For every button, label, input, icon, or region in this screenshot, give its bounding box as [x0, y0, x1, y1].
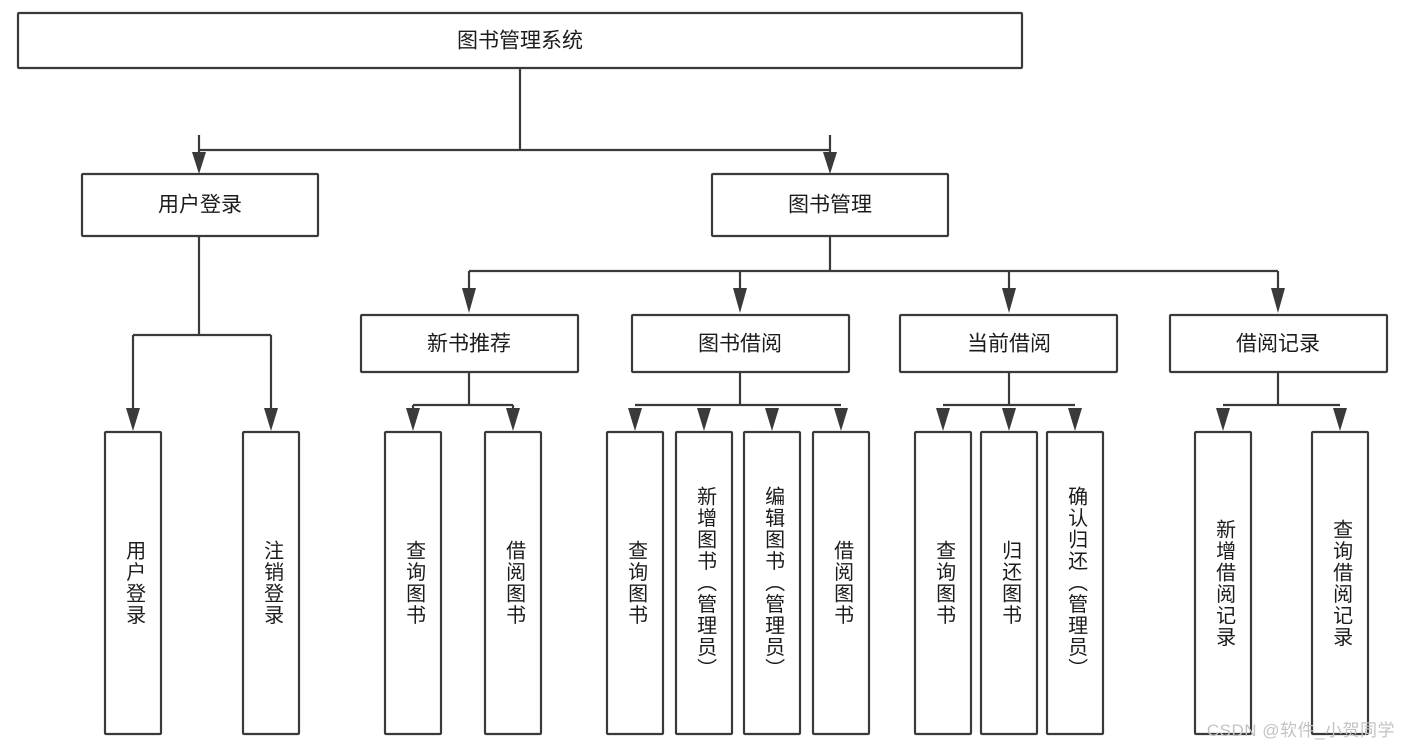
- arrow-icon-leaf-b1: [697, 408, 711, 431]
- connectors: [126, 68, 1347, 431]
- arrow-icon-leaf-r1: [1333, 408, 1347, 431]
- leaf-label-fo-user-login-0: 用户登录: [122, 540, 145, 626]
- leaf-node-current-borrow-2[interactable]: 确认归还（管理员）: [1045, 430, 1105, 736]
- leaf-label-borrow-records-0: 新增借阅记录: [1212, 518, 1235, 648]
- leaf-node-book-borrow-0[interactable]: 查询图书: [605, 430, 665, 736]
- node-book-management-box[interactable]: [710, 172, 950, 238]
- leaf-node-user-login-1[interactable]: 注销登录: [241, 430, 301, 736]
- node-user-login-label: 用户登录: [158, 194, 242, 217]
- node-new-book-recommend[interactable]: 新书推荐: [359, 313, 580, 374]
- leaf-box-book-borrow-3[interactable]: [811, 430, 871, 736]
- leaf-box-new-book-1[interactable]: [483, 430, 543, 736]
- leaf-label-fo-book-borrow-3: 借阅图书: [830, 540, 853, 626]
- leaf-node-borrow-records-1[interactable]: 查询借阅记录: [1310, 430, 1370, 736]
- leaf-node-current-borrow-0[interactable]: 查询图书: [913, 430, 973, 736]
- leaf-box-current-borrow-0[interactable]: [913, 430, 973, 736]
- arrow-icon-leaf-r0: [1216, 408, 1230, 431]
- leaf-label-fo-current-borrow-1: 归还图书: [998, 540, 1021, 626]
- leaf-node-new-book-1[interactable]: 借阅图书: [483, 430, 543, 736]
- leaf-label-user-login-0: 用户登录: [122, 540, 145, 626]
- leaf-label-fo-current-borrow-2: 确认归还（管理员）: [1064, 486, 1087, 680]
- arrow-icon-leaf-n0: [406, 408, 420, 431]
- leaf-node-new-book-0[interactable]: 查询图书: [383, 430, 443, 736]
- leaf-box-user-login-1[interactable]: [241, 430, 301, 736]
- leaf-box-book-borrow-1[interactable]: [674, 430, 734, 736]
- node-current-borrow-box[interactable]: [898, 313, 1119, 374]
- arrow-icon-bookborrow: [733, 288, 747, 313]
- leaf-box-new-book-0[interactable]: [383, 430, 443, 736]
- leaf-label-book-borrow-2: 编辑图书（管理员）: [761, 486, 784, 680]
- leaf-box-book-borrow-2[interactable]: [742, 430, 802, 736]
- leaf-label-fo-borrow-records-0: 新增借阅记录: [1212, 518, 1235, 648]
- leaf-label-fo-book-borrow-0: 查询图书: [624, 540, 647, 626]
- leaf-box-borrow-records-0[interactable]: [1193, 430, 1253, 736]
- leaf-label-book-borrow-3: 借阅图书: [830, 540, 853, 626]
- node-new-book-recommend-box[interactable]: [359, 313, 580, 374]
- arrow-icon-bookmgmt: [823, 152, 837, 174]
- node-book-management[interactable]: 图书管理: [710, 172, 950, 238]
- leaf-box-user-login-0[interactable]: [103, 430, 163, 736]
- node-root-label: 图书管理系统: [457, 30, 583, 53]
- node-book-borrow-label: 图书借阅: [698, 333, 782, 356]
- leaf-node-borrow-records-0[interactable]: 新增借阅记录: [1193, 430, 1253, 736]
- leaf-label-new-book-1: 借阅图书: [502, 540, 525, 626]
- leaf-node-book-borrow-2[interactable]: 编辑图书（管理员）: [742, 430, 802, 736]
- node-borrow-records-box[interactable]: [1168, 313, 1389, 374]
- leaf-node-current-borrow-1[interactable]: 归还图书: [979, 430, 1039, 736]
- leaf-label-fo-new-book-1: 借阅图书: [502, 540, 525, 626]
- leaf-label-fo-user-login-1: 注销登录: [260, 540, 283, 626]
- leaf-label-current-borrow-0: 查询图书: [932, 540, 955, 626]
- leaf-box-book-borrow-0[interactable]: [605, 430, 665, 736]
- leaf-label-book-borrow-0: 查询图书: [624, 540, 647, 626]
- leaf-label-fo-book-borrow-2: 编辑图书（管理员）: [761, 486, 784, 680]
- arrow-icon-leaf-c2: [1068, 408, 1082, 431]
- leaf-label-fo-book-borrow-1: 新增图书（管理员）: [693, 486, 716, 680]
- node-book-management-label: 图书管理: [788, 194, 872, 217]
- leaf-node-book-borrow-1[interactable]: 新增图书（管理员）: [674, 430, 734, 736]
- node-borrow-records-label: 借阅记录: [1236, 333, 1320, 356]
- leaf-node-book-borrow-3[interactable]: 借阅图书: [811, 430, 871, 736]
- arrow-icon-borrowrecords: [1271, 288, 1285, 313]
- leaf-label-book-borrow-1: 新增图书（管理员）: [693, 486, 716, 680]
- leaf-label-fo-new-book-0: 查询图书: [402, 540, 425, 626]
- arrow-icon-userlogin: [192, 152, 206, 174]
- leaf-label-borrow-records-1: 查询借阅记录: [1329, 518, 1352, 648]
- arrow-icon-leaf-u1: [264, 408, 278, 431]
- leaf-node-user-login-0[interactable]: 用户登录: [103, 430, 163, 736]
- arrow-icon-leaf-c1: [1002, 408, 1016, 431]
- node-root-box[interactable]: [16, 11, 1024, 70]
- node-book-borrow[interactable]: 图书借阅: [630, 313, 851, 374]
- node-borrow-records[interactable]: 借阅记录: [1168, 313, 1389, 374]
- arrow-icon-leaf-b0: [628, 408, 642, 431]
- node-current-borrow-label: 当前借阅: [967, 333, 1051, 356]
- leaf-label-fo-current-borrow-0: 查询图书: [932, 540, 955, 626]
- leaf-label-fo-borrow-records-1: 查询借阅记录: [1329, 518, 1352, 648]
- arrow-icon-leaf-c0: [936, 408, 950, 431]
- node-root[interactable]: 图书管理系统: [16, 11, 1024, 70]
- leaf-label-current-borrow-1: 归还图书: [998, 540, 1021, 626]
- arrow-icon-leaf-b2: [765, 408, 779, 431]
- node-new-book-recommend-label: 新书推荐: [427, 333, 511, 356]
- leaf-label-current-borrow-2: 确认归还（管理员）: [1064, 486, 1087, 680]
- arrow-icon-leaf-b3: [834, 408, 848, 431]
- arrow-icon-newbook: [462, 288, 476, 313]
- arrow-icon-leaf-u0: [126, 408, 140, 431]
- node-user-login[interactable]: 用户登录: [80, 172, 320, 238]
- leaf-box-current-borrow-1[interactable]: [979, 430, 1039, 736]
- leaf-box-current-borrow-2[interactable]: [1045, 430, 1105, 736]
- arrow-icon-currentborrow: [1002, 288, 1016, 313]
- arrow-icon-leaf-n1: [506, 408, 520, 431]
- leaf-box-borrow-records-1[interactable]: [1310, 430, 1370, 736]
- node-book-borrow-box[interactable]: [630, 313, 851, 374]
- node-current-borrow[interactable]: 当前借阅: [898, 313, 1119, 374]
- leaf-label-user-login-1: 注销登录: [260, 540, 283, 626]
- leaf-label-new-book-0: 查询图书: [402, 540, 425, 626]
- node-user-login-box[interactable]: [80, 172, 320, 238]
